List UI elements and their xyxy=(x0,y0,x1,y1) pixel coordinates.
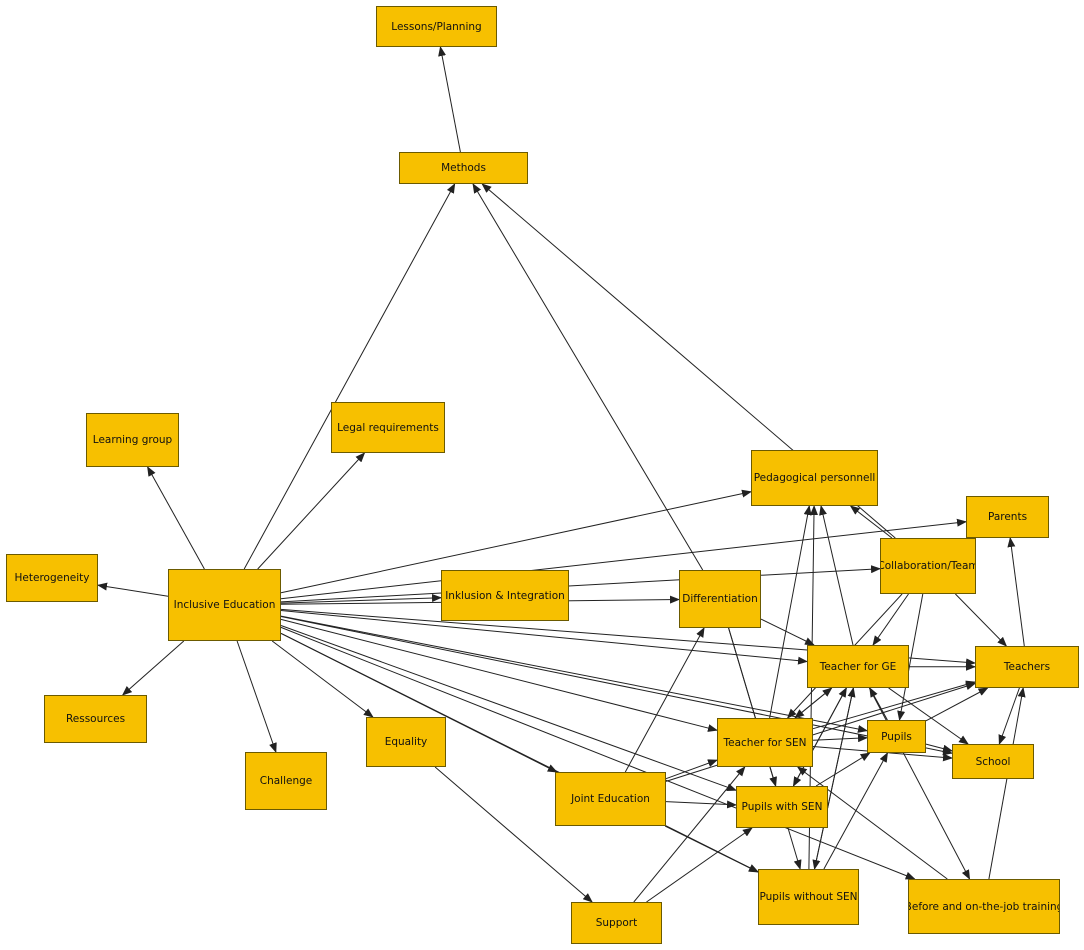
node-ressources[interactable]: Ressources xyxy=(44,695,147,743)
edge-inclusive-to-teacher-sen xyxy=(280,618,718,732)
node-parents[interactable]: Parents xyxy=(966,496,1049,538)
node-training[interactable]: Before and on-the-job training xyxy=(908,879,1060,934)
node-legal[interactable]: Legal requirements xyxy=(331,402,445,453)
node-equality[interactable]: Equality xyxy=(366,717,446,767)
edge-teacher-sen-to-pupils xyxy=(812,734,868,743)
node-challenge[interactable]: Challenge xyxy=(245,752,327,810)
edge-collab-to-ped xyxy=(849,505,893,539)
edge-pupils-to-teacher-ge xyxy=(869,687,888,721)
edge-teachers-to-parents xyxy=(1007,537,1025,647)
edge-inclusive-to-teacher-ge xyxy=(280,610,808,665)
edge-teacher-sen-to-teacher-ge xyxy=(794,687,833,719)
node-collab[interactable]: Collaboration/Team xyxy=(880,538,976,594)
node-teacher-ge[interactable]: Teacher for GE xyxy=(807,645,909,688)
edge-differentiation-to-methods xyxy=(472,183,704,571)
edge-collab-to-teachers xyxy=(955,593,1008,647)
node-inklusion[interactable]: Inklusion & Integration xyxy=(441,570,569,621)
node-label: Equality xyxy=(384,736,428,748)
node-pupils-sen[interactable]: Pupils with SEN xyxy=(736,786,828,828)
edge-joint-to-pupils-wo-sen xyxy=(664,825,759,873)
edge-inclusive-to-heterogeneity xyxy=(97,582,169,597)
node-heterogeneity[interactable]: Heterogeneity xyxy=(6,554,98,602)
node-teacher-sen[interactable]: Teacher for SEN xyxy=(717,718,813,767)
edge-joint-to-teacher-sen xyxy=(665,759,718,780)
node-label: Pupils xyxy=(881,730,912,743)
node-label: Pupils with SEN xyxy=(741,801,823,813)
node-pupils[interactable]: Pupils xyxy=(867,720,926,753)
node-teachers[interactable]: Teachers xyxy=(975,646,1079,688)
edge-inclusive-to-learning-group xyxy=(147,466,205,570)
node-label: Pedagogical personnell xyxy=(753,472,876,484)
node-differentiation[interactable]: Differentiation xyxy=(679,570,761,628)
edge-teacher-sen-to-teachers xyxy=(812,680,976,730)
node-label: Teacher for SEN xyxy=(723,736,807,749)
node-joint[interactable]: Joint Education xyxy=(555,772,666,826)
node-label: Inklusion & Integration xyxy=(445,589,565,602)
node-lessons[interactable]: Lessons/Planning xyxy=(376,6,497,47)
edge-inclusive-to-pupils-wo-sen xyxy=(280,632,759,873)
edge-joint-to-pupils-sen xyxy=(665,800,737,809)
node-label: Challenge xyxy=(259,775,313,787)
edge-inclusive-to-legal xyxy=(257,452,366,570)
node-school[interactable]: School xyxy=(952,744,1034,779)
edge-inclusive-to-inklusion xyxy=(280,594,442,604)
node-label: Parents xyxy=(987,511,1028,523)
edge-equality-to-support xyxy=(434,766,593,903)
node-methods[interactable]: Methods xyxy=(399,152,528,184)
node-label: Differentiation xyxy=(682,593,758,605)
edge-collab-to-teacher-ge xyxy=(872,593,909,646)
node-pupils-wo-sen[interactable]: Pupils without SEN xyxy=(758,869,859,925)
edge-support-to-pupils-sen xyxy=(646,827,753,903)
node-label: Heterogeneity xyxy=(14,572,90,584)
node-label: Teacher for GE xyxy=(819,660,897,673)
node-label: Collaboration/Team xyxy=(880,560,976,572)
node-label: Teachers xyxy=(1003,661,1051,673)
edge-teacher-sen-to-ped xyxy=(769,505,812,719)
node-ped[interactable]: Pedagogical personnell xyxy=(751,450,878,506)
edge-teacher-ge-to-training xyxy=(868,687,971,880)
edge-teacher-ge-to-ped xyxy=(819,505,854,646)
node-label: Learning group xyxy=(92,434,173,446)
edge-inclusive-to-ressources xyxy=(121,640,185,696)
edge-teacher-ge-to-school xyxy=(888,687,969,745)
edge-joint-to-teachers xyxy=(665,682,976,782)
node-inclusive[interactable]: Inclusive Education xyxy=(168,569,281,641)
edge-inclusive-to-school xyxy=(280,616,953,756)
node-label: Ressources xyxy=(65,713,126,725)
node-label: Methods xyxy=(441,162,486,174)
edge-inclusive-to-collab xyxy=(280,565,881,603)
edge-inclusive-to-methods xyxy=(243,183,456,570)
edge-joint-to-differentiation xyxy=(624,627,705,773)
edge-pupils-to-teachers xyxy=(925,687,989,722)
node-label: School xyxy=(975,755,1011,768)
edge-support-to-teacher-sen xyxy=(633,766,746,903)
edge-differentiation-to-teacher-ge xyxy=(760,618,815,646)
node-label: Legal requirements xyxy=(337,421,439,434)
edge-inclusive-to-parents xyxy=(280,518,967,600)
edge-inclusive-to-challenge xyxy=(236,640,277,753)
edge-inclusive-to-ped xyxy=(280,489,752,594)
edge-pupils-wo-sen-to-teacher-ge xyxy=(814,687,856,870)
node-label: Before and on-the-job training xyxy=(908,900,1060,913)
edge-pupils-sen-to-pupils xyxy=(815,752,871,787)
edge-methods-to-lessons xyxy=(438,46,461,153)
node-label: Support xyxy=(595,917,638,929)
node-support[interactable]: Support xyxy=(571,902,662,944)
edge-training-to-teacher-sen xyxy=(796,766,948,880)
edge-inclusive-to-pupils-sen xyxy=(280,625,737,791)
edge-teachers-to-school xyxy=(998,687,1020,745)
node-label: Lessons/Planning xyxy=(391,20,482,33)
node-learning-group[interactable]: Learning group xyxy=(86,413,179,467)
node-label: Pupils without SEN xyxy=(759,891,858,903)
node-label: Joint Education xyxy=(571,793,650,805)
edge-inclusive-to-pupils xyxy=(280,615,868,733)
edge-inclusive-to-equality xyxy=(271,640,374,718)
edge-training-to-teachers xyxy=(988,687,1026,880)
edge-pupils-to-school xyxy=(925,743,953,753)
node-label: Inclusive Education xyxy=(173,599,276,611)
